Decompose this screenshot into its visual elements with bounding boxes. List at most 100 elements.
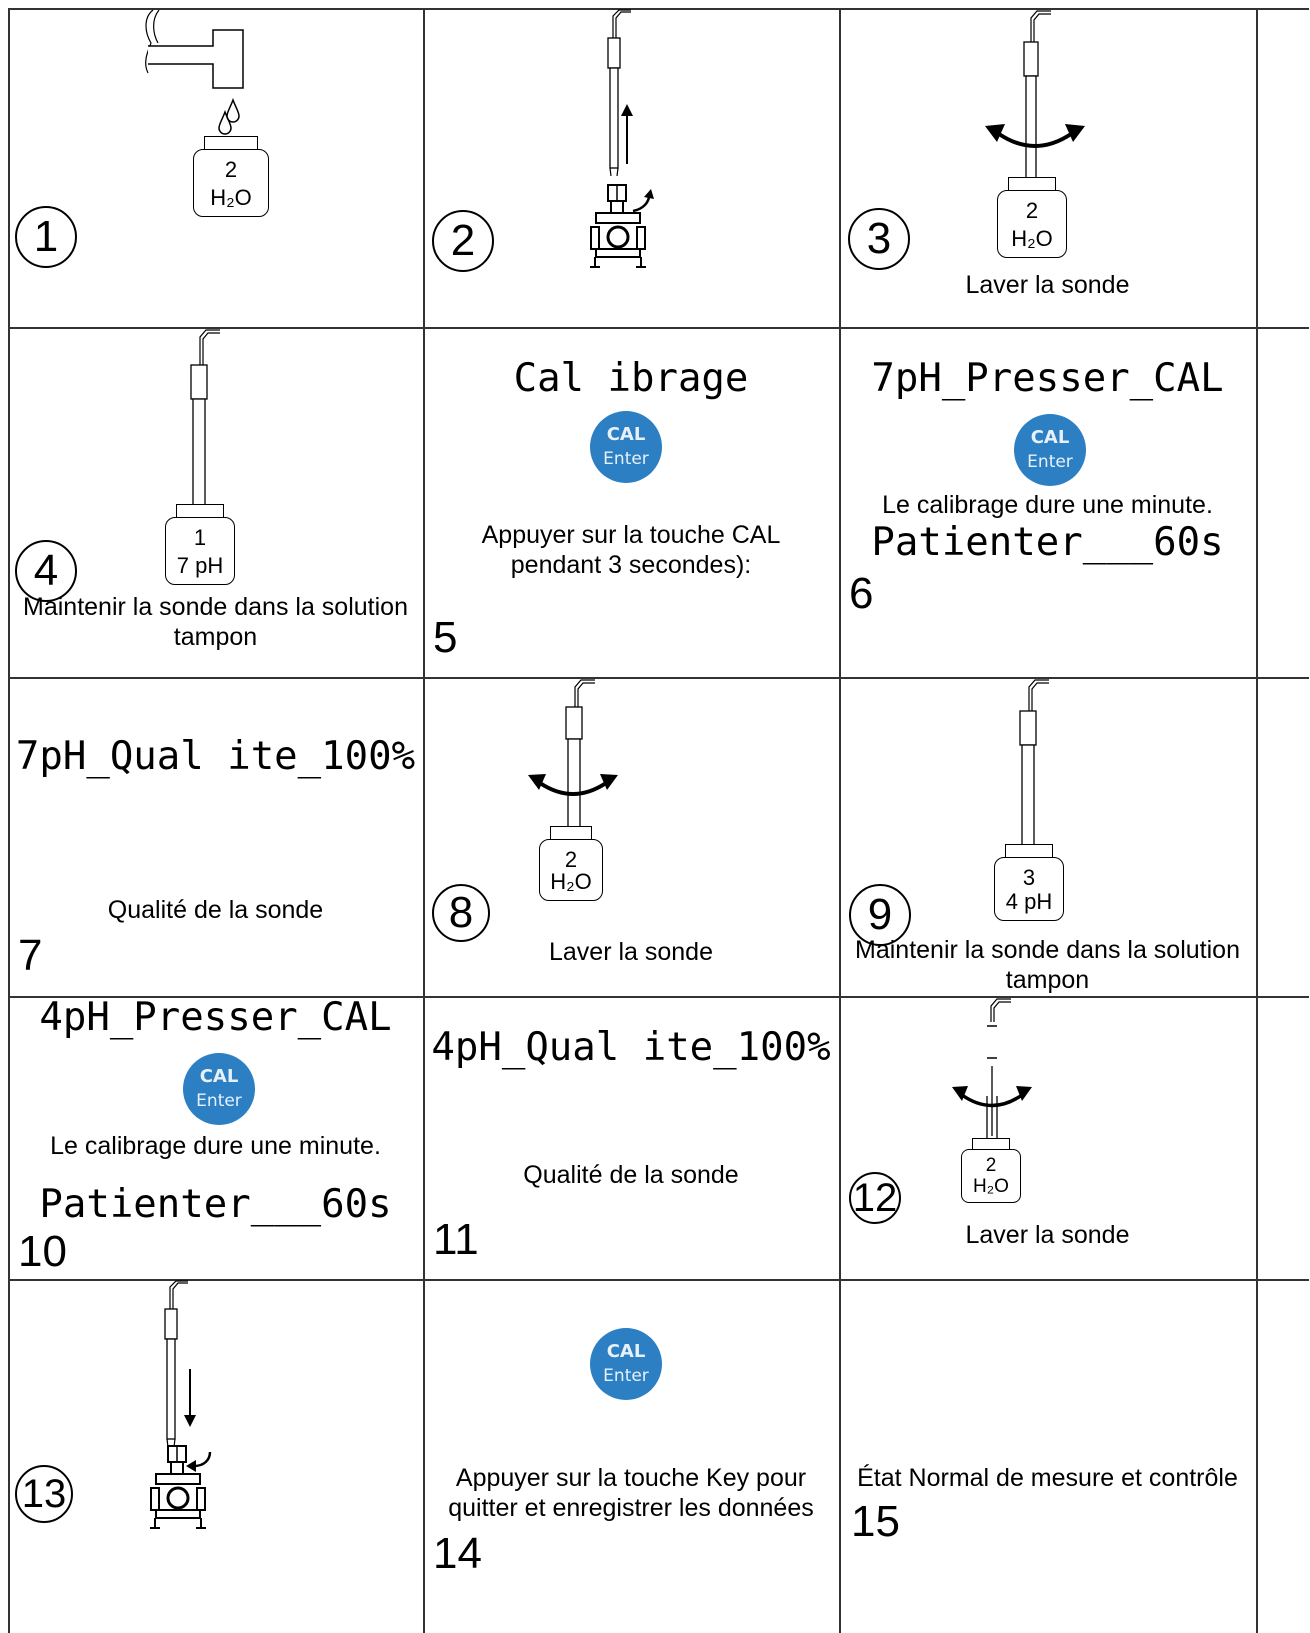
beaker-content: H₂O — [1011, 226, 1053, 251]
probe-icon — [607, 9, 631, 177]
grid-line — [8, 677, 1309, 679]
step-5-cell: Cal ibrage CAL Enter Appuyer sur la touc… — [423, 327, 839, 677]
beaker-icon: 2 H₂O — [997, 177, 1067, 258]
step-14-cell: CAL Enter Appuyer sur la touche Key pour… — [423, 1279, 839, 1633]
step-caption: Qualité de la sonde — [523, 1161, 739, 1189]
step-caption-line-1: Appuyer sur la touche Key pour — [455, 1464, 807, 1492]
beaker-label: 3 — [1022, 865, 1036, 890]
beaker-content: 7 pH — [176, 553, 224, 578]
pipe-clamp-icon — [150, 1445, 212, 1529]
step-caption-line-1: Maintenir la sonde dans la solution — [855, 936, 1240, 964]
up-arrow-icon — [621, 104, 633, 164]
step-caption: Le calibrage dure une minute. — [50, 1132, 381, 1160]
step-2-cell: 2 — [423, 8, 839, 327]
step-caption-line-1: Appuyer sur la touche CAL — [481, 521, 781, 549]
faucet-icon — [145, 9, 244, 135]
grid-line — [8, 8, 1309, 10]
curved-double-arrow-icon — [528, 774, 618, 796]
step-caption: Qualité de la sonde — [107, 896, 324, 924]
beaker-content: H₂O — [210, 185, 252, 210]
step-11-cell: 4pH_Qual ite_100% Qualité de la sonde 11 — [423, 996, 839, 1279]
display-text: 7pH_Qual ite_100% — [15, 734, 416, 779]
step-caption: Le calibrage dure une minute. — [882, 491, 1213, 519]
step-caption: Laver la sonde — [548, 938, 713, 966]
probe-icon — [1023, 10, 1051, 192]
step-number: 4 — [15, 540, 77, 602]
step-number: 1 — [15, 206, 77, 268]
display-text: 7pH_Presser_CAL — [871, 356, 1224, 401]
cal-button-label: CAL — [1030, 427, 1070, 448]
beaker-icon: 2 H₂O — [961, 1138, 1021, 1203]
display-text: 4pH_Qual ite_100% — [431, 1025, 831, 1070]
cal-button-label: CAL — [606, 424, 646, 445]
grid-line — [8, 996, 1309, 998]
step-number: 5 — [433, 613, 458, 662]
curved-double-arrow-icon — [952, 1086, 1032, 1108]
cal-button-label: CAL — [199, 1066, 239, 1087]
step-caption-line-1: Maintenir la sonde dans la solution — [23, 593, 408, 621]
display-text: Cal ibrage — [513, 356, 749, 401]
step-caption: État Normal de mesure et contrôle — [857, 1464, 1238, 1492]
step-15-cell: État Normal de mesure et contrôle 15 — [839, 1279, 1256, 1633]
step-9-cell: 3 4 pH 9 Maintenir la sonde dans la solu… — [839, 677, 1256, 996]
probe-icon — [164, 1280, 188, 1448]
cal-enter-button: CAL Enter — [1014, 414, 1086, 486]
beaker-content: 4 pH — [1005, 889, 1053, 914]
step-13-cell: 13 — [8, 1279, 423, 1633]
beaker-label: 2 — [1025, 198, 1039, 223]
step-caption-line-2: pendant 3 secondes): — [510, 551, 752, 579]
cal-enter-button: CAL Enter — [590, 411, 662, 483]
grid-line — [1256, 8, 1258, 1633]
step-caption-line-2: quitter et enregistrer les données — [448, 1494, 814, 1522]
step-1-cell: 2 H₂O 1 — [8, 8, 423, 327]
beaker-content: H₂O — [550, 869, 592, 894]
step-caption: Laver la sonde — [965, 271, 1130, 299]
step-number: 8 — [432, 884, 490, 942]
beaker-label: 2 — [985, 1155, 997, 1176]
grid-line — [423, 8, 425, 1633]
step-caption: Laver la sonde — [965, 1221, 1130, 1249]
step-number: 10 — [18, 1227, 67, 1276]
step-number: 13 — [15, 1465, 73, 1523]
step-12-cell: 2 H₂O 12 Laver la sonde — [839, 996, 1256, 1279]
beaker-label: 2 — [224, 157, 238, 182]
step-number: 9 — [849, 884, 911, 946]
step-4-cell: 1 7 pH 4 Maintenir la sonde dans la solu… — [8, 327, 423, 677]
step-number: 6 — [849, 569, 874, 618]
enter-button-label: Enter — [603, 1366, 649, 1386]
grid-line — [8, 327, 1309, 329]
step-number: 14 — [433, 1529, 482, 1578]
calibration-steps-grid: 2 H₂O 1 2 — [8, 8, 1310, 1633]
curved-double-arrow-icon — [985, 124, 1085, 148]
cal-enter-button: CAL Enter — [183, 1053, 255, 1125]
probe-icon — [1019, 679, 1049, 856]
step-number: 11 — [433, 1215, 479, 1264]
probe-icon — [986, 998, 1011, 1146]
probe-icon — [565, 679, 595, 836]
step-7-cell: 7pH_Qual ite_100% Qualité de la sonde 7 — [8, 677, 423, 996]
beaker-label: 1 — [193, 525, 207, 550]
enter-button-label: Enter — [603, 449, 649, 469]
pipe-clamp-icon — [590, 184, 654, 268]
step-6-cell: 7pH_Presser_CAL CAL Enter Le calibrage d… — [839, 327, 1256, 677]
enter-button-label: Enter — [196, 1091, 242, 1111]
step-number: 12 — [849, 1172, 901, 1224]
cal-button-label: CAL — [606, 1341, 646, 1362]
display-text-countdown: Patienter___60s — [39, 1182, 392, 1227]
enter-button-label: Enter — [1027, 452, 1073, 472]
step-10-cell: 4pH_Presser_CAL CAL Enter Le calibrage d… — [8, 996, 423, 1279]
grid-line — [8, 1279, 1309, 1281]
probe-icon — [190, 329, 220, 512]
display-text: 4pH_Presser_CAL — [39, 996, 392, 1040]
step-3-cell: 2 H₂O 3 Laver la sonde — [839, 8, 1256, 327]
display-text-countdown: Patienter___60s — [871, 520, 1224, 565]
beaker-icon: 2 H₂O — [539, 826, 603, 901]
down-arrow-icon — [184, 1369, 196, 1427]
step-8-cell: 2 H₂O 8 Laver la sonde — [423, 677, 839, 996]
step-number: 2 — [432, 210, 494, 272]
step-number: 7 — [18, 931, 43, 980]
grid-line — [8, 8, 10, 1633]
step-number: 3 — [848, 208, 910, 270]
step-number: 15 — [851, 1497, 900, 1546]
step-caption-line-2: tampon — [1005, 966, 1090, 994]
